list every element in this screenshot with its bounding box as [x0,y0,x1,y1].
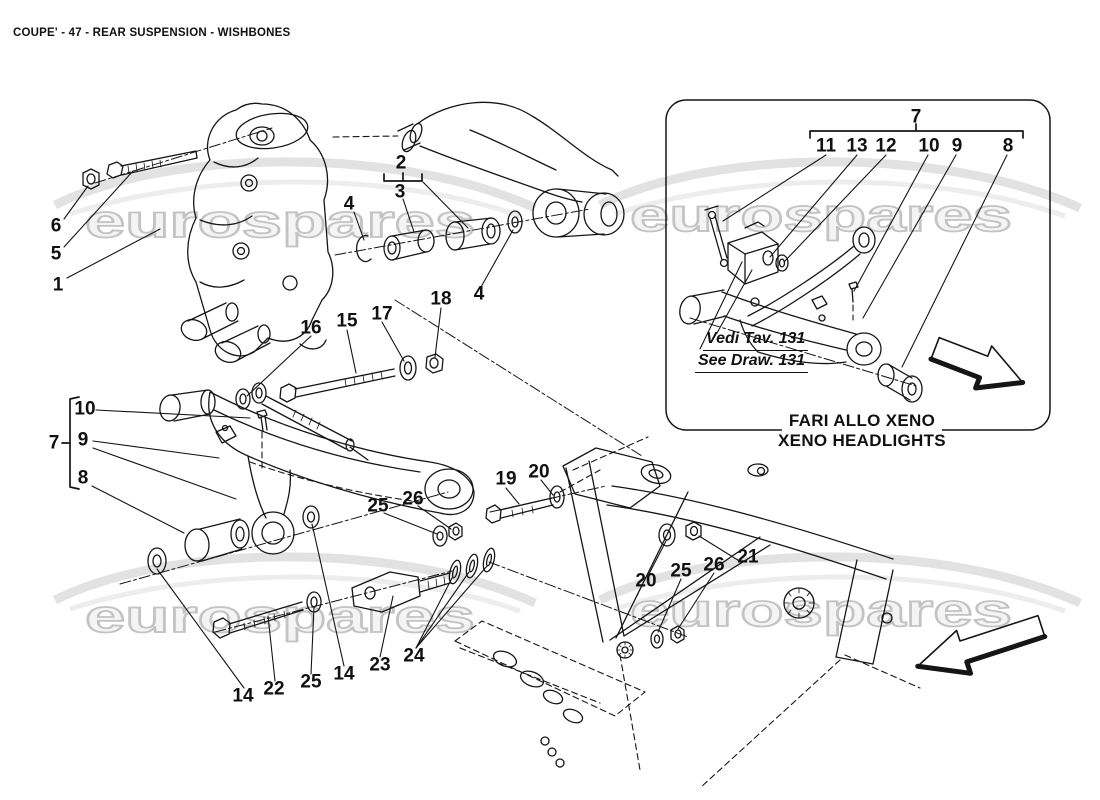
part-label-25: 25 [300,671,322,693]
part-label-9: 9 [951,135,963,157]
part-label-1: 1 [52,274,64,296]
knuckle-drawing [180,102,334,364]
toe-link-drawing [235,353,444,452]
watermark-text: eurospares [85,590,475,642]
part-label-13: 13 [846,135,868,157]
part-label-11: 11 [815,135,837,157]
part-label-4: 4 [473,283,485,305]
subframe-drawing [492,447,894,768]
inset-caption-italian: FARI ALLO XENO [781,411,943,431]
subframe-fasteners-drawing [485,485,702,659]
leader-lines [63,154,1008,689]
part-label-9: 9 [77,429,89,451]
part-label-22: 22 [263,678,285,700]
part-label-26: 26 [703,554,725,576]
part-label-23: 23 [369,654,391,676]
group-brackets [61,123,1024,490]
part-label-25: 25 [670,560,692,582]
page-title: COUPE' - 47 - REAR SUSPENSION - WISHBONE… [13,27,291,39]
upper-wishbone-drawing [397,101,625,238]
part-label-12: 12 [875,135,897,157]
inset-note-italian: Vedi Tav. 131 [703,330,809,351]
adjuster-link-drawing [212,522,496,639]
part-label-20: 20 [528,461,550,483]
bushing-set-drawing [356,217,501,263]
axis-lines [94,127,917,638]
part-label-26: 26 [402,488,424,510]
part-label-7: 7 [910,106,922,128]
nut-and-bolt-drawing [82,150,198,190]
part-label-6: 6 [50,215,62,237]
part-label-24: 24 [403,645,425,667]
part-label-10: 10 [918,135,940,157]
inset-note-english: See Draw. 131 [695,352,809,373]
part-label-18: 18 [430,288,452,310]
part-label-17: 17 [371,303,393,325]
watermark-swoosh [53,157,1082,614]
hidden-lines [249,135,921,789]
part-label-8: 8 [1002,135,1014,157]
inset-sensor-drawing [679,205,923,403]
inset-caption-english: XENO HEADLIGHTS [771,431,953,451]
part-label-5: 5 [50,243,62,265]
direction-arrow-main [915,614,1048,676]
part-label-21: 21 [737,546,759,568]
part-label-20: 20 [635,570,657,592]
part-label-14: 14 [333,663,355,685]
part-label-15: 15 [336,310,358,332]
part-label-16: 16 [300,317,322,339]
part-label-7: 7 [48,432,60,454]
part-label-19: 19 [495,468,517,490]
direction-arrow-inset [928,336,1026,391]
lower-wishbone-drawing [159,389,475,555]
bushing-8-drawing [147,505,320,575]
part-label-14: 14 [232,685,254,707]
part-label-10: 10 [74,398,96,420]
part-label-8: 8 [77,467,89,489]
part-label-2: 2 [395,152,407,174]
part-label-4: 4 [343,193,355,215]
part-label-3: 3 [394,181,406,203]
part-label-25: 25 [367,495,389,517]
